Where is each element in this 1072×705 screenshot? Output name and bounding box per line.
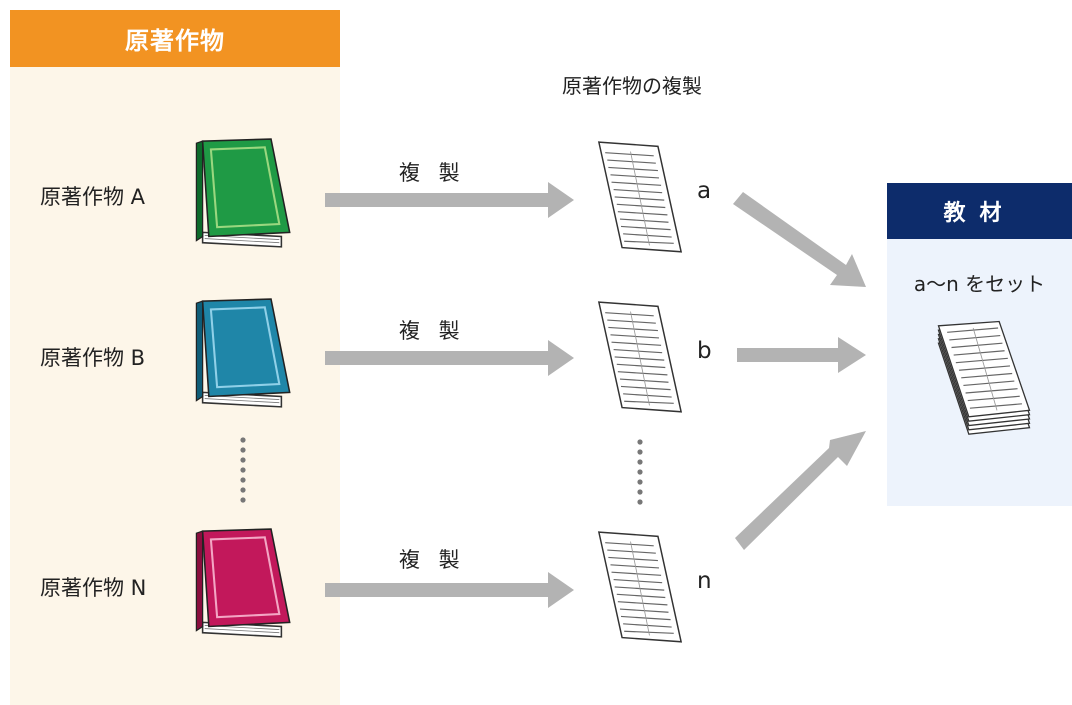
collect-arrow-n — [735, 431, 866, 550]
copies-title: 原著作物の複製 — [562, 74, 702, 98]
copy-label-b: 複 製 — [399, 319, 466, 343]
book-icon-n — [195, 528, 291, 638]
collect-arrow-a — [733, 192, 866, 287]
collect-arrow-b — [737, 337, 866, 373]
original-works-panel — [10, 10, 340, 705]
copy-label-n: 複 製 — [399, 548, 466, 572]
document-icon-a — [594, 141, 682, 255]
work-label-a: 原著作物 A — [40, 185, 146, 209]
copy-arrow-a — [325, 182, 574, 218]
copy-arrow-b — [325, 340, 574, 376]
teaching-material-header: 教材 — [887, 183, 1072, 239]
copy-arrow-n — [325, 572, 574, 608]
original-works-header: 原著作物 — [10, 10, 340, 67]
copy-letter-n: n — [697, 568, 712, 594]
ellipsis-dots-middle — [637, 439, 643, 505]
work-label-n: 原著作物 N — [40, 576, 147, 600]
document-icon-n — [594, 531, 682, 645]
copy-label-a: 複 製 — [399, 161, 466, 185]
book-icon-a — [195, 138, 291, 248]
document-icon-b — [594, 301, 682, 415]
book-icon-b — [195, 298, 291, 408]
copy-letter-b: b — [697, 338, 712, 364]
ellipsis-dots-left — [240, 437, 246, 503]
set-label: a〜n をセット — [913, 272, 1046, 296]
work-label-b: 原著作物 B — [40, 346, 146, 370]
document-stack-icon — [937, 320, 1031, 435]
copy-letter-a: a — [697, 178, 712, 204]
